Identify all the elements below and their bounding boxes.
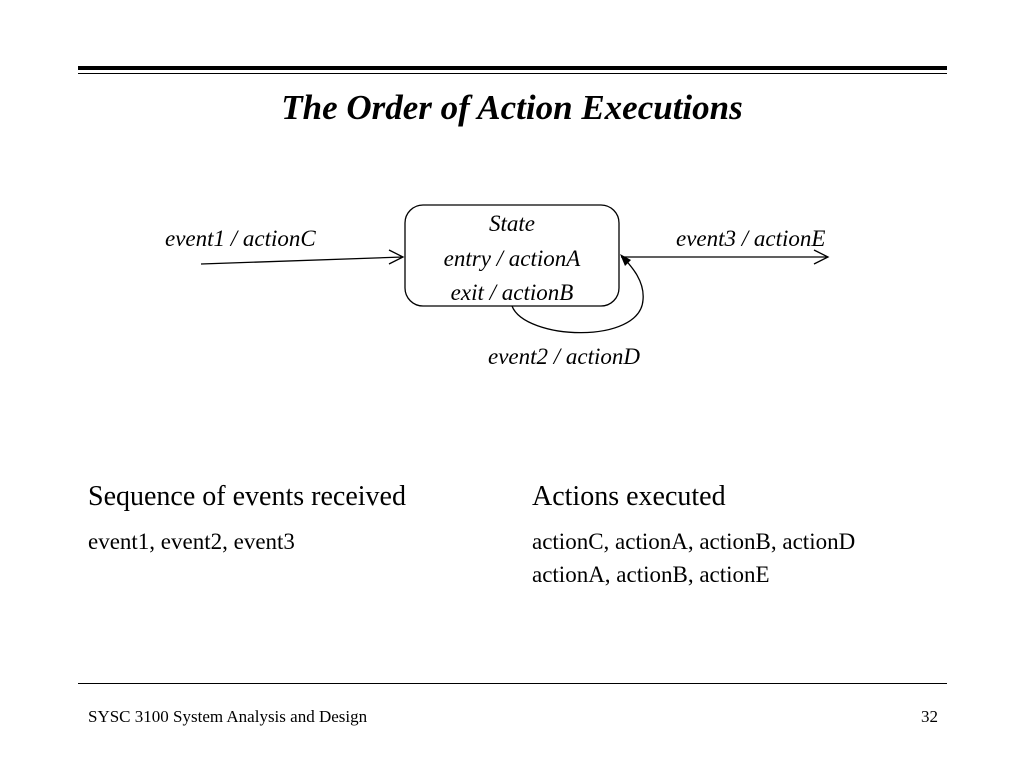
- actions-row-2: actionA, actionB, actionE: [532, 562, 770, 587]
- top-thick-rule: [78, 66, 947, 70]
- self-loop-arrowhead: [620, 254, 631, 266]
- state-entry-action: entry / actionA: [444, 246, 582, 271]
- actions-row-1: actionC, actionA, actionB, actionD: [532, 529, 856, 554]
- self-loop-transition-line: [511, 255, 644, 334]
- outgoing-arrowhead: [813, 249, 830, 265]
- state-name: State: [489, 211, 535, 236]
- state-exit-action: exit / actionB: [451, 280, 574, 305]
- page-number: 32: [921, 707, 938, 726]
- incoming-arrowhead: [388, 249, 405, 265]
- incoming-transition-line: [200, 256, 404, 265]
- bottom-rule: [78, 683, 947, 684]
- top-thin-rule: [78, 73, 947, 74]
- self-loop-transition-label: event2 / actionD: [488, 344, 640, 369]
- events-column-header: Sequence of events received: [88, 481, 406, 512]
- outgoing-transition-label: event3 / actionE: [676, 226, 825, 251]
- incoming-transition-label: event1 / actionC: [165, 226, 316, 251]
- events-sequence: event1, event2, event3: [88, 529, 295, 554]
- slide-title: The Order of Action Executions: [281, 88, 743, 127]
- footer-course-title: SYSC 3100 System Analysis and Design: [88, 707, 368, 726]
- actions-column-header: Actions executed: [532, 481, 726, 512]
